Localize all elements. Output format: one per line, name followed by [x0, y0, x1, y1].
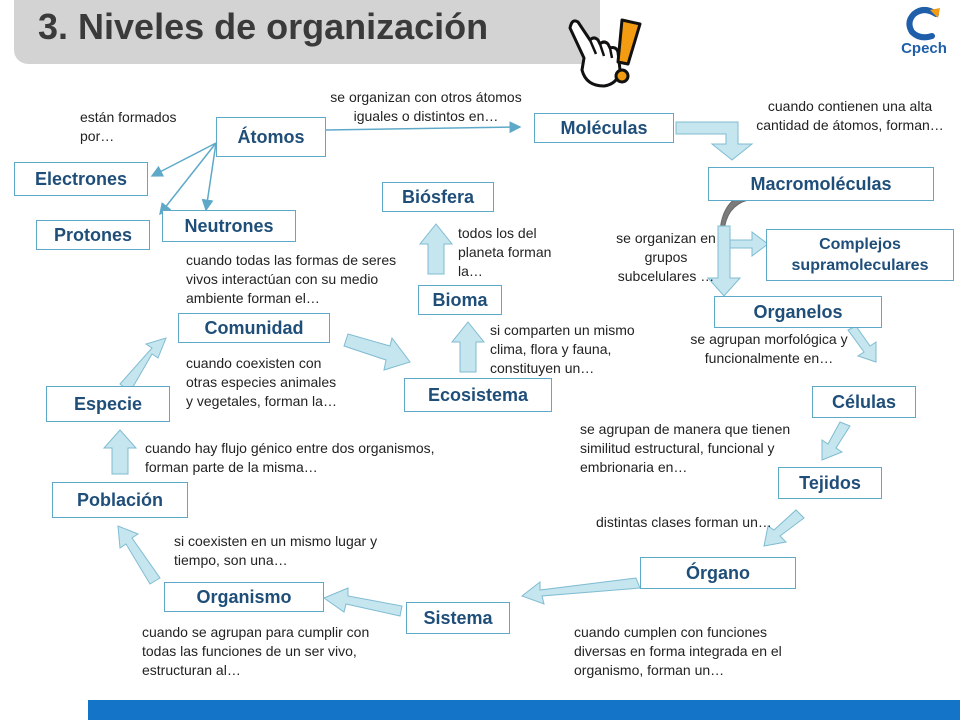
note-poblacion: si coexisten en un mismo lugar y tiempo,…	[174, 533, 378, 568]
note-comunidad: cuando coexisten con otras especies anim…	[186, 355, 337, 409]
logo-text: Cpech	[901, 40, 947, 57]
box-poblacion: Población	[52, 482, 188, 518]
arrow-macro-organelos	[706, 225, 742, 297]
arrow-especie-comunidad	[119, 337, 167, 393]
box-ecosistema: Ecosistema	[404, 378, 552, 412]
arrow-organo-sistema	[520, 577, 641, 605]
bottom-bar	[88, 700, 960, 720]
box-sistema: Sistema	[406, 602, 510, 634]
note-ecosistema: cuando todas las formas de seres vivos i…	[186, 252, 397, 306]
box-macromoleculas: Macromoléculas	[708, 167, 934, 201]
note-moleculas: se organizan con otros átomos iguales o …	[330, 89, 522, 124]
cpech-logo: Cpech	[896, 6, 952, 64]
box-complejos: Complejos supramoleculares	[766, 229, 954, 281]
note-organo: distintas clases forman un…	[596, 514, 772, 530]
line-atomos-protones	[159, 142, 217, 216]
box-atomos: Átomos	[216, 117, 326, 157]
note-biosfera: todos los del planeta forman la…	[458, 225, 552, 279]
box-especie: Especie	[46, 386, 170, 422]
box-protones: Protones	[36, 220, 150, 250]
note-formados: están formados por…	[80, 109, 177, 144]
pointing-hand-icon	[568, 18, 642, 88]
note-macro: cuando contienen una alta cantidad de át…	[756, 98, 944, 133]
arrow-celulas-tejidos	[821, 421, 851, 461]
box-neutrones: Neutrones	[162, 210, 296, 242]
box-biosfera: Biósfera	[382, 182, 494, 212]
page-title: 3. Niveles de organización	[38, 6, 489, 47]
arrow-sistema-organismo	[322, 587, 403, 617]
arrow-moleculas-macro	[675, 121, 754, 161]
box-organelos: Organelos	[714, 296, 882, 328]
box-celulas: Células	[812, 386, 916, 418]
box-bioma: Bioma	[418, 285, 502, 315]
arrow-tejidos-organo	[763, 509, 805, 547]
box-comunidad: Comunidad	[178, 313, 330, 343]
line-atomos-neutrones	[201, 142, 217, 212]
note-sistema: cuando cumplen con funciones diversas en…	[574, 624, 782, 678]
note-celulas: se agrupan morfológica y funcionalmente …	[690, 331, 848, 366]
box-moleculas: Moléculas	[534, 113, 674, 143]
arrow-poblacion-especie	[102, 429, 138, 475]
note-bioma: si comparten un mismo clima, flora y fau…	[490, 322, 635, 376]
box-organismo: Organismo	[164, 582, 324, 612]
box-electrones: Electrones	[14, 162, 148, 196]
arrow-organelos-celulas	[847, 325, 877, 363]
arrow-macro-complejos	[729, 231, 769, 257]
note-especie: cuando hay flujo génico entre dos organi…	[145, 440, 435, 475]
exclamation-icon	[614, 18, 642, 84]
note-subcelulares: se organizan en grupos subcelulares …	[616, 230, 716, 284]
box-tejidos: Tejidos	[778, 467, 882, 499]
arrow-organismo-poblacion	[117, 525, 161, 585]
arrow-ecosistema-bioma	[450, 321, 486, 373]
note-organismo: cuando se agrupan para cumplir con todas…	[142, 624, 370, 678]
title-bar	[14, 0, 600, 64]
cpech-logo-icon	[906, 7, 940, 41]
line-atomos-electrones	[150, 142, 217, 177]
box-organo: Órgano	[640, 557, 796, 589]
note-tejidos: se agrupan de manera que tienen similitu…	[580, 421, 791, 475]
arrow-comunidad-ecosistema	[343, 333, 411, 371]
line-atomos-moleculas	[325, 121, 522, 134]
arrow-bioma-biosfera	[418, 223, 454, 275]
